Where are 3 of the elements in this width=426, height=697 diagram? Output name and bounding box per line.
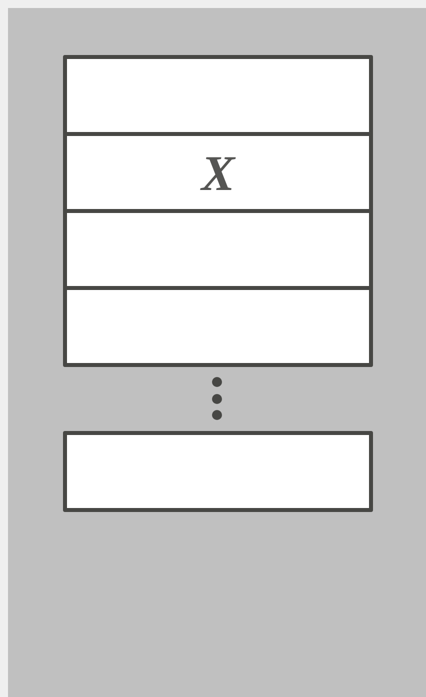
cell-label: X xyxy=(201,148,235,198)
empty-cell xyxy=(63,286,373,367)
empty-cell xyxy=(63,431,373,512)
